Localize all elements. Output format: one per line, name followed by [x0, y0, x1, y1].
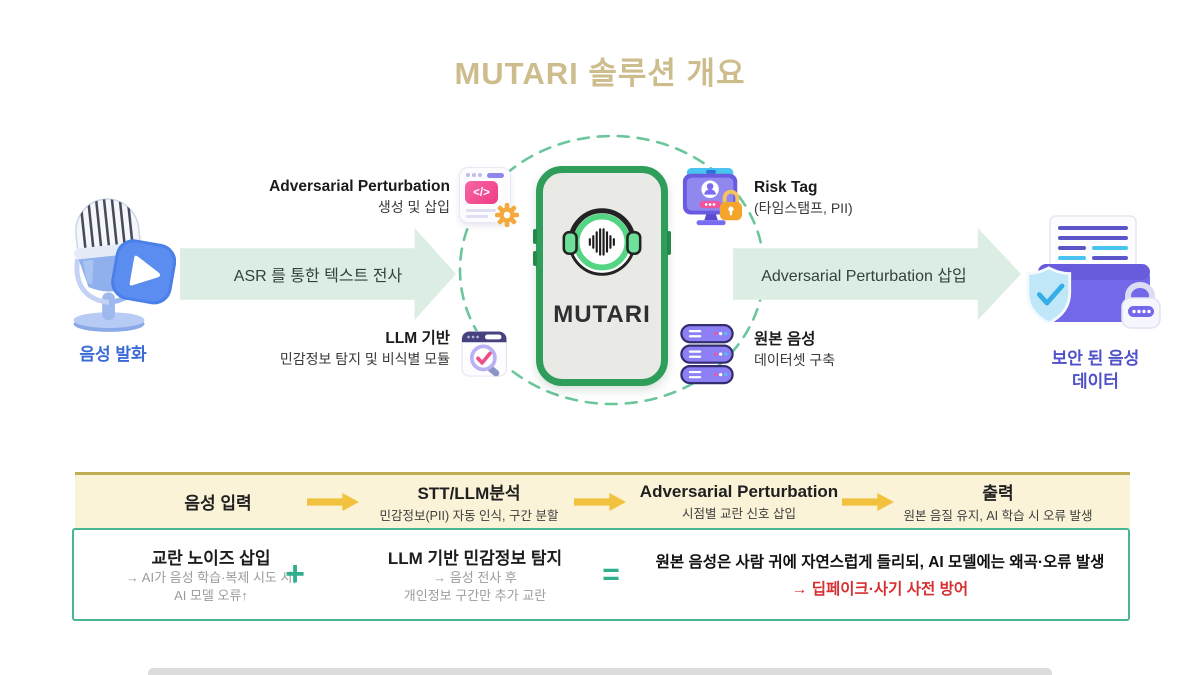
mutari-phone: MUTARI	[533, 166, 671, 386]
bottom-strip	[148, 668, 1052, 675]
flow-step-subtitle: 민감정보(PII) 자동 인식, 구간 분할	[379, 509, 559, 523]
summary-item-line: AI 모델 오류↑	[174, 588, 248, 603]
summary-item-line: → 음성 전사 후	[433, 569, 517, 585]
phone-button	[533, 229, 537, 244]
output-label-line1: 보안 된 음성	[1051, 349, 1140, 368]
summary-result: 원본 음성은 사람 귀에 자연스럽게 들리되, AI 모델에는 왜곡·오류 발생…	[630, 530, 1130, 619]
asr-arrow-label: ASR 를 통한 텍스트 전사	[233, 268, 403, 285]
summary-item-line: → AI가 음성 학습·복제 시도 시,	[125, 569, 297, 585]
plus-sign: +	[285, 555, 305, 593]
flow-step-title: 출력	[982, 484, 1014, 503]
code-chip-icon: </>	[465, 181, 498, 204]
window-dots-icon	[466, 173, 482, 177]
module-subtitle: 민감정보 탐지 및 비식별 모듈	[279, 351, 450, 368]
password-lock-icon	[1121, 282, 1161, 329]
browser-magnifier-icon	[461, 330, 508, 377]
code-line	[466, 214, 488, 218]
gear-icon	[495, 203, 519, 227]
page-title: MUTARI 솔루션 개요	[454, 56, 746, 91]
perturbation-arrow: Adversarial Perturbation 삽입	[733, 228, 1021, 320]
mutari-headphone-logo-icon	[562, 208, 642, 276]
server-row	[680, 364, 734, 385]
flow-step-output: 출력 원본 음질 유지, AI 학습 시 오류 발생	[873, 475, 1123, 528]
summary-result-line1: 원본 음성은 사람 귀에 자연스럽게 들리되, AI 모델에는 왜곡·오류 발생	[655, 554, 1105, 571]
module-title: Adversarial Perturbation	[269, 178, 450, 195]
equals-sign: =	[602, 557, 620, 591]
code-line	[466, 209, 496, 212]
module-llm-detection: LLM 기반 민감정보 탐지 및 비식별 모듈	[205, 329, 450, 369]
perturbation-arrow-label: Adversarial Perturbation 삽입	[761, 268, 967, 285]
module-title: LLM 기반	[385, 330, 450, 347]
module-title: Risk Tag	[754, 179, 818, 196]
summary-box: 교란 노이즈 삽입 → AI가 음성 학습·복제 시도 시, AI 모델 오류↑…	[72, 528, 1130, 621]
module-subtitle: 데이터셋 구축	[754, 352, 836, 369]
summary-item-title: 교란 노이즈 삽입	[151, 548, 271, 568]
summary-item-title: LLM 기반 민감정보 탐지	[387, 548, 563, 568]
module-subtitle: 생성 및 삽입	[377, 199, 450, 216]
summary-item-line: 개인정보 구간만 추가 교란	[403, 588, 547, 603]
output-secure-label: 보안 된 음성 데이터	[1018, 348, 1173, 394]
lock-icon	[719, 189, 743, 221]
flow-step-title: STT/LLM분석	[417, 484, 521, 503]
server-row	[680, 324, 734, 344]
code-window-icon: </>	[459, 167, 519, 227]
server-stack-icon	[680, 324, 734, 385]
process-flow-bar: 음성 입력 STT/LLM분석 민감정보(PII) 자동 인식, 구간 분할 A…	[75, 472, 1130, 528]
module-subtitle: (타임스탬프, PII)	[754, 200, 853, 217]
module-title: 원본 음성	[754, 331, 816, 348]
risk-monitor-icon	[682, 167, 743, 226]
magnifier-check-icon	[469, 344, 500, 377]
window-pill-icon	[487, 173, 504, 178]
asr-arrow: ASR 를 통한 텍스트 전사	[180, 228, 456, 320]
module-adv-generation: Adversarial Perturbation 생성 및 삽입	[205, 177, 450, 217]
flow-step-stt-llm: STT/LLM분석 민감정보(PII) 자동 인식, 구간 분할	[344, 475, 594, 528]
phone-brand-text: MUTARI	[553, 301, 651, 328]
server-row	[680, 344, 734, 364]
summary-llm-item: LLM 기반 민감정보 탐지 → 음성 전사 후 개인정보 구간만 추가 교란	[356, 530, 594, 619]
flow-step-voice-input: 음성 입력	[118, 475, 318, 528]
flow-step-perturbation: Adversarial Perturbation 시점별 교란 신호 삽입	[614, 475, 864, 528]
play-badge-icon	[111, 239, 176, 305]
flow-step-title: 음성 입력	[184, 494, 252, 513]
output-label-line2: 데이터	[1072, 371, 1119, 391]
flow-step-title: Adversarial Perturbation	[639, 481, 839, 501]
secure-folder-icon	[1026, 215, 1161, 329]
module-dataset: 원본 음성 데이터셋 구축	[754, 330, 974, 370]
summary-result-line2: → 딥페이크·사기 사전 방어	[791, 581, 969, 598]
input-voice-label: 음성 발화	[79, 345, 147, 364]
summary-noise-item: 교란 노이즈 삽입 → AI가 음성 학습·복제 시도 시, AI 모델 오류↑	[80, 530, 342, 619]
microphone-icon	[73, 195, 176, 332]
phone-button	[667, 231, 671, 255]
flow-step-subtitle: 시점별 교란 신호 삽입	[682, 506, 796, 521]
flow-step-subtitle: 원본 음질 유지, AI 학습 시 오류 발생	[903, 509, 1093, 523]
phone-button	[533, 251, 537, 266]
code-glyph: </>	[473, 186, 490, 199]
module-risk-tag: Risk Tag (타임스탬프, PII)	[754, 178, 974, 218]
shield-check-icon	[1026, 266, 1072, 325]
